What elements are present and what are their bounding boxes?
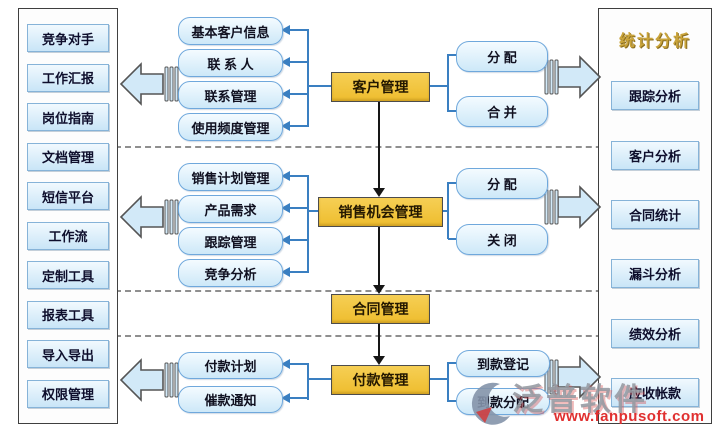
big-left-arrow-icon [119,62,179,106]
big-left-arrow-icon [119,358,179,402]
connector-arrowhead-icon [281,359,290,369]
stats-panel-item: 跟踪分析 [611,81,699,111]
subnode-payment-plan: 付款计划 [178,352,283,379]
left-panel-item: 工作流 [27,221,109,250]
connector-line [441,210,449,212]
stats-panel-item: 客户分析 [611,140,699,170]
flow-arrowhead-icon [373,285,385,294]
connector-line [307,29,309,127]
stats-panel-item: 应收帐款 [611,377,699,407]
big-right-arrow-icon [544,355,602,399]
connector-line [448,54,456,56]
connector-arrowhead-icon [281,171,290,181]
flow-arrow-line [378,100,380,188]
connector-line [447,362,449,402]
connector-line [290,175,308,177]
connector-line [290,271,308,273]
left-panel-item: 权限管理 [27,379,109,408]
subnode-sales-plan-mgmt: 销售计划管理 [178,163,283,191]
section-divider [115,335,712,337]
left-panel-item: 导入导出 [27,340,109,369]
connector-line [448,110,456,112]
connector-arrowhead-icon [281,393,290,403]
left-panel-item: 短信平台 [27,182,109,211]
connector-arrowhead-icon [281,267,290,277]
connector-arrowhead-icon [281,203,290,213]
connector-line [307,363,309,400]
connector-line [447,54,449,112]
flow-arrow-line [378,225,380,285]
subnode-tracking-mgmt: 跟踪管理 [178,227,283,255]
stage-payment-mgmt: 付款管理 [331,365,430,395]
left-panel-item: 竞争对手 [27,24,109,52]
connector-line [428,85,449,87]
subnode-basic-customer-info: 基本客户信息 [178,17,283,45]
connector-line [290,363,308,365]
connector-line [290,239,308,241]
stage-contract-mgmt: 合同管理 [331,294,430,324]
connector-line [428,378,449,380]
subnode-receipt-register: 到款登记 [456,350,550,377]
subnode-assign-2: 分 配 [456,168,548,199]
right-stats-panel: 统计分析 跟踪分析 客户分析 合同统计 漏斗分析 绩效分析 应收帐款 [598,8,712,424]
big-left-arrow-icon [119,195,179,239]
big-right-arrow-icon [544,55,602,99]
stage-customer-mgmt: 客户管理 [331,72,430,102]
connector-line [308,378,331,380]
left-toolbox-panel: 竞争对手 工作汇报 岗位指南 文档管理 短信平台 工作流 定制工具 报表工具 导… [18,8,118,424]
left-panel-item: 报表工具 [27,300,109,329]
connector-line [290,397,308,399]
stats-panel-item: 绩效分析 [611,318,699,348]
connector-line [290,207,308,209]
subnode-product-demand: 产品需求 [178,195,283,223]
subnode-usage-frequency-mgmt: 使用频度管理 [178,113,283,141]
connector-arrowhead-icon [281,89,290,99]
connector-line [290,125,308,127]
connector-line [308,85,331,87]
connector-line [447,182,449,239]
stats-panel-item: 合同统计 [611,199,699,229]
flow-arrow-line [378,322,380,356]
connector-line [308,210,319,212]
subnode-close: 关 闭 [456,224,548,255]
left-panel-item: 工作汇报 [27,63,109,92]
section-divider [115,146,712,148]
subnode-receipt-assign: 到款分配 [456,388,550,415]
subnode-competition-analysis: 竞争分析 [178,259,283,287]
section-divider [115,290,712,292]
left-panel-item: 文档管理 [27,142,109,171]
left-panel-item: 定制工具 [27,261,109,290]
connector-arrowhead-icon [281,121,290,131]
stats-panel-item: 漏斗分析 [611,259,699,289]
connector-line [448,400,456,402]
subnode-contacts: 联 系 人 [178,49,283,77]
subnode-payment-reminder: 催款通知 [178,386,283,413]
connector-arrowhead-icon [281,25,290,35]
connector-line [290,93,308,95]
flow-arrowhead-icon [373,188,385,197]
connector-line [307,175,309,273]
left-panel-item: 岗位指南 [27,103,109,132]
flow-arrowhead-icon [373,356,385,365]
big-right-arrow-icon [544,185,602,229]
connector-line [290,29,308,31]
connector-arrowhead-icon [281,57,290,67]
connector-line [290,61,308,63]
stage-sales-opportunity-mgmt: 销售机会管理 [318,197,443,227]
subnode-merge: 合 并 [456,96,548,127]
subnode-contact-mgmt: 联系管理 [178,81,283,109]
connector-line [448,238,456,240]
connector-line [448,362,456,364]
stats-panel-title: 统计分析 [618,33,691,50]
connector-arrowhead-icon [281,235,290,245]
subnode-assign-1: 分 配 [456,41,548,72]
connector-line [448,182,456,184]
